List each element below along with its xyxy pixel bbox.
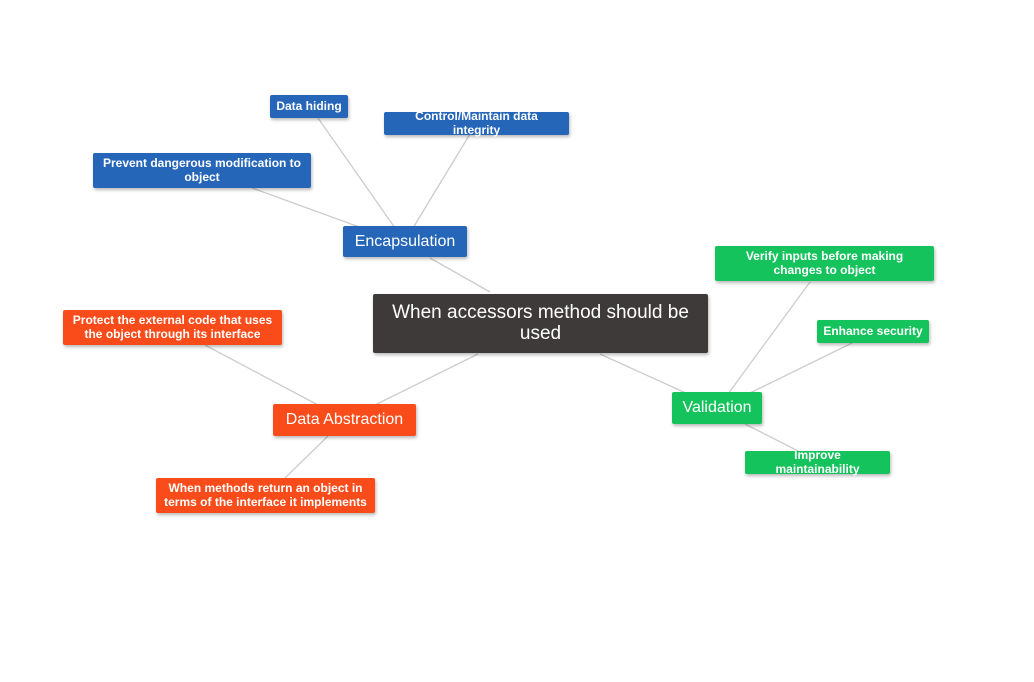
- subtopic-prevent-modification[interactable]: Prevent dangerous modification to object: [93, 153, 311, 188]
- link-root-encapsulation: [429, 257, 491, 293]
- link-encapsulation-data-hiding: [317, 117, 396, 229]
- link-encapsulation-data-integrity: [412, 133, 471, 229]
- subtopic-data-hiding-label: Data hiding: [276, 98, 342, 113]
- link-root-data-abstraction: [374, 353, 479, 406]
- link-validation-maintainability: [744, 423, 801, 453]
- link-abstraction-protect-code: [204, 344, 319, 406]
- subtopic-improve-maintainability-label: Improve maintainability: [775, 448, 860, 476]
- subtopic-data-integrity[interactable]: Control/Maintain data integrity: [384, 109, 569, 137]
- link-validation-enhance-security: [747, 342, 853, 395]
- topic-validation[interactable]: Validation: [672, 392, 762, 424]
- subtopic-verify-inputs[interactable]: Verify inputs before making changes to o…: [715, 246, 934, 281]
- link-validation-verify-inputs: [727, 281, 811, 395]
- subtopic-enhance-security[interactable]: Enhance security: [817, 320, 929, 343]
- root-topic-label: When accessors method should be used: [392, 301, 689, 344]
- subtopic-protect-external-code[interactable]: Protect the external code that uses the …: [63, 310, 282, 345]
- subtopic-data-integrity-label: Control/Maintain data integrity: [415, 109, 538, 137]
- subtopic-verify-inputs-label: Verify inputs before making changes to o…: [745, 249, 904, 277]
- topic-data-abstraction[interactable]: Data Abstraction: [273, 404, 416, 436]
- topic-encapsulation-label: Encapsulation: [354, 232, 456, 250]
- subtopic-improve-maintainability[interactable]: Improve maintainability: [745, 448, 890, 476]
- subtopic-data-hiding[interactable]: Data hiding: [270, 95, 348, 118]
- subtopic-protect-external-code-label: Protect the external code that uses the …: [72, 313, 273, 341]
- topic-data-abstraction-label: Data Abstraction: [285, 411, 404, 429]
- subtopic-methods-return-object[interactable]: When methods return an object in terms o…: [156, 478, 375, 513]
- subtopic-methods-return-object-label: When methods return an object in terms o…: [164, 481, 367, 509]
- link-root-validation: [599, 353, 689, 395]
- topic-validation-label: Validation: [682, 399, 752, 417]
- subtopic-prevent-modification-label: Prevent dangerous modification to object: [102, 156, 302, 184]
- root-topic[interactable]: When accessors method should be used: [373, 294, 708, 353]
- link-encapsulation-prevent-modification: [251, 187, 363, 229]
- subtopic-enhance-security-label: Enhance security: [823, 323, 923, 338]
- link-abstraction-methods-return: [284, 435, 329, 479]
- topic-encapsulation[interactable]: Encapsulation: [343, 226, 467, 257]
